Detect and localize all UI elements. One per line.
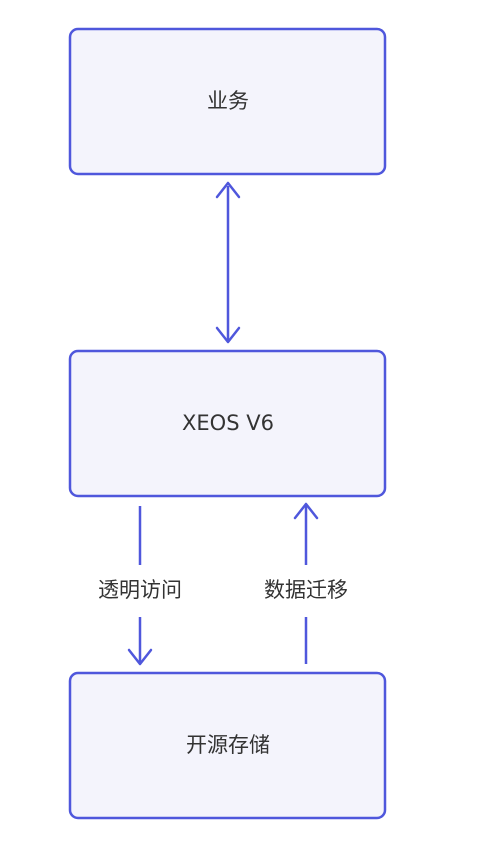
edge-transparent-access-label: 透明访问	[98, 578, 182, 602]
arrowhead-down-icon	[215, 326, 241, 344]
arrowhead-up-icon	[293, 502, 319, 520]
node-xeos-label: XEOS V6	[182, 411, 274, 435]
arrowhead-up-icon	[215, 181, 241, 199]
node-storage-label: 开源存储	[186, 733, 270, 757]
edge-data-migration: 数据迁移	[264, 502, 348, 664]
node-business-label: 业务	[207, 89, 249, 113]
node-xeos: XEOS V6	[68, 349, 387, 498]
edge-data-migration-label: 数据迁移	[264, 578, 348, 602]
node-storage-box	[68, 671, 387, 820]
edge-business-xeos	[215, 181, 241, 344]
node-storage: 开源存储	[68, 671, 387, 820]
arrowhead-down-icon	[127, 648, 153, 666]
edge-transparent-access: 透明访问	[98, 506, 182, 666]
node-business-box	[68, 27, 387, 176]
node-business: 业务	[68, 27, 387, 176]
node-xeos-box	[68, 349, 387, 498]
